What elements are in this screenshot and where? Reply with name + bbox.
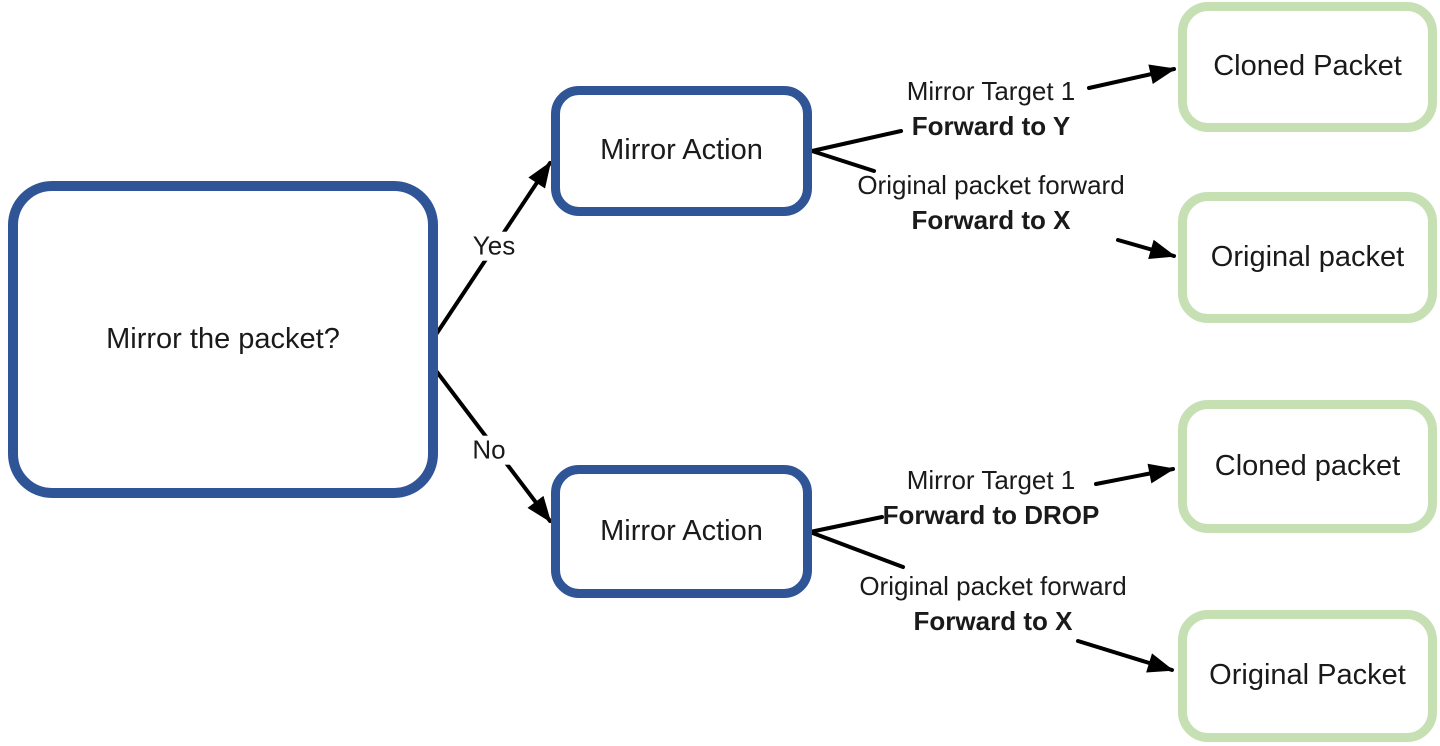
edge-label-line1: Original packet forward bbox=[859, 571, 1127, 601]
edge-label-line2: Forward to DROP bbox=[882, 500, 1100, 530]
edge-yes-mirror-target-line bbox=[810, 129, 903, 153]
edge-no-cloned-packet-arrow bbox=[1094, 463, 1175, 486]
decision-label: Mirror the packet? bbox=[106, 322, 340, 355]
result-original-packet-no-node: Original Packet bbox=[1178, 610, 1437, 742]
edge-label-line2: Forward to X bbox=[913, 606, 1073, 636]
edge-label-line1: Mirror Target 1 bbox=[906, 465, 1076, 495]
result-cloned-packet-yes-node: Cloned Packet bbox=[1178, 2, 1437, 132]
result-cloned-packet-yes-label: Cloned Packet bbox=[1213, 50, 1402, 83]
result-cloned-packet-no-label: Cloned packet bbox=[1214, 449, 1401, 482]
edge-no-original-forward-line bbox=[808, 530, 905, 569]
branch-no-label: No bbox=[466, 436, 512, 465]
edge-yes-original-forward-line bbox=[810, 149, 876, 173]
decision-node: Mirror the packet? bbox=[8, 181, 438, 498]
edge-label-no-original-forward: Original packet forward Forward to X bbox=[833, 569, 1153, 639]
edge-label-line2: Forward to X bbox=[911, 205, 1071, 235]
mirror-action-no-label: Mirror Action bbox=[600, 514, 763, 547]
result-original-packet-yes-label: Original packet bbox=[1210, 240, 1405, 273]
mirror-action-yes-label: Mirror Action bbox=[600, 134, 763, 167]
edge-label-yes-original-forward: Original packet forward Forward to X bbox=[831, 168, 1151, 238]
result-original-packet-yes-node: Original packet bbox=[1178, 192, 1437, 323]
edge-label-line1: Mirror Target 1 bbox=[906, 76, 1076, 106]
mirror-action-no-node: Mirror Action bbox=[551, 465, 812, 598]
mirror-action-yes-node: Mirror Action bbox=[551, 86, 812, 216]
result-cloned-packet-no-node: Cloned packet bbox=[1178, 400, 1437, 533]
branch-yes-label: Yes bbox=[466, 232, 522, 261]
edge-yes-cloned-packet-arrow bbox=[1087, 64, 1176, 90]
edge-no-original-packet-arrow bbox=[1076, 639, 1174, 673]
edge-yes-original-packet-arrow bbox=[1116, 238, 1176, 260]
edge-label-no-mirror-target: Mirror Target 1 Forward to DROP bbox=[831, 463, 1151, 533]
edge-label-line1: Original packet forward bbox=[857, 170, 1125, 200]
result-original-packet-no-label: Original Packet bbox=[1209, 659, 1406, 692]
edge-no-mirror-target-line bbox=[808, 515, 884, 534]
edge-label-yes-mirror-target: Mirror Target 1 Forward to Y bbox=[831, 74, 1151, 144]
edge-label-line2: Forward to Y bbox=[911, 111, 1071, 141]
